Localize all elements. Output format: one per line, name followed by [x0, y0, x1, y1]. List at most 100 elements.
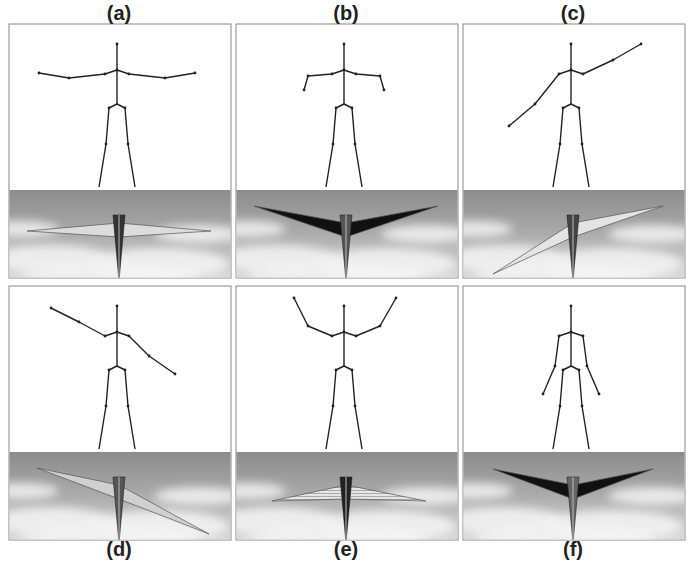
glider-spine [119, 215, 120, 278]
glider-spine [346, 477, 347, 540]
cloud [464, 483, 514, 499]
joint [582, 73, 585, 76]
stick-figure [50, 305, 177, 449]
cloud [473, 526, 653, 540]
panel [206, 24, 471, 284]
joint [332, 405, 335, 408]
joint [108, 107, 111, 110]
joint [581, 143, 584, 146]
cloud [608, 225, 685, 243]
joint [124, 107, 127, 110]
joint [354, 143, 357, 146]
cloud [237, 483, 287, 499]
joint [105, 143, 108, 146]
joint [343, 69, 346, 72]
panel-label: (d) [106, 538, 132, 561]
spine [116, 44, 117, 104]
joint [105, 405, 108, 408]
legs [99, 104, 135, 187]
spine [116, 306, 117, 366]
sky-view [10, 452, 231, 540]
joint [164, 77, 167, 80]
sky-view [10, 190, 231, 278]
panel-label: (e) [334, 538, 358, 561]
joint [343, 43, 346, 46]
joint [128, 335, 131, 338]
joint [335, 369, 338, 372]
glider-fin [113, 215, 125, 278]
arms [543, 332, 599, 394]
joint [104, 73, 107, 76]
joint [116, 331, 119, 334]
joint [570, 43, 573, 46]
joint [78, 321, 81, 324]
cloud [246, 526, 426, 540]
joint [578, 369, 581, 372]
joint [562, 369, 565, 372]
sky-view [237, 190, 458, 278]
joint [570, 331, 573, 334]
joint [559, 405, 562, 408]
cloud [464, 221, 514, 237]
joint [558, 335, 561, 338]
cloud [237, 221, 287, 237]
joint [578, 107, 581, 110]
joint [307, 75, 310, 78]
joint [355, 335, 358, 338]
joint [331, 73, 334, 76]
stick-figure [542, 305, 601, 449]
cloud [10, 483, 60, 499]
legs [553, 366, 589, 449]
cloud [246, 264, 426, 278]
glider-fin [340, 215, 352, 278]
joint [335, 107, 338, 110]
joint [559, 143, 562, 146]
joint [379, 75, 382, 78]
glider-spine [346, 215, 347, 278]
joint [570, 305, 573, 308]
sky-view [237, 452, 458, 540]
panel [0, 286, 244, 546]
sky-view [464, 452, 685, 540]
joint [542, 393, 545, 396]
joint [640, 43, 643, 46]
joint [303, 89, 306, 92]
spine [343, 306, 344, 366]
panel [433, 286, 695, 546]
joint [148, 355, 151, 358]
sky-view [464, 190, 685, 278]
joint [194, 72, 197, 75]
stick-figure [303, 43, 386, 187]
joint [127, 143, 130, 146]
legs [326, 366, 362, 449]
joint [586, 365, 589, 368]
joint [379, 325, 382, 328]
glider-spine [119, 477, 120, 540]
panel [206, 286, 471, 546]
joint [354, 405, 357, 408]
arms [294, 298, 396, 336]
joint [116, 43, 119, 46]
joint [558, 73, 561, 76]
joint [124, 369, 127, 372]
stick-figure [38, 43, 197, 187]
glider-spine [573, 477, 574, 540]
cloud [154, 487, 231, 505]
joint [562, 107, 565, 110]
cloud [19, 526, 199, 540]
joint [116, 305, 119, 308]
joint [554, 365, 557, 368]
glider-fin [567, 215, 579, 278]
joint [104, 335, 107, 338]
joint [127, 405, 130, 408]
stick-figure [293, 297, 398, 449]
joint [355, 73, 358, 76]
joint [582, 335, 585, 338]
arms [509, 44, 641, 126]
joint [351, 369, 354, 372]
panel-label: (f) [563, 538, 583, 561]
joint [68, 77, 71, 80]
spine [343, 44, 344, 104]
glider-spine [573, 215, 574, 278]
